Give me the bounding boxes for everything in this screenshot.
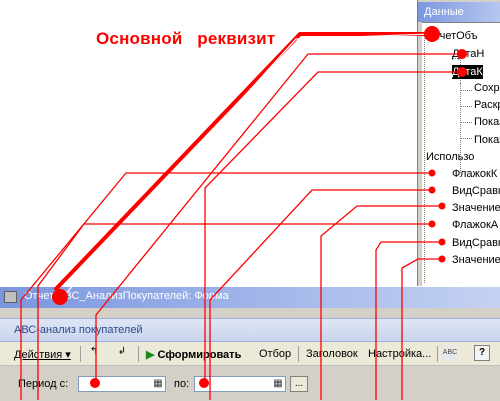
generate-button-label: Сформировать — [157, 349, 242, 361]
form-header: АВС-анализ покупателей — [0, 318, 500, 342]
form-window-icon — [4, 291, 17, 303]
tree-item-report-object[interactable]: ОтчетОбъ — [426, 30, 478, 42]
actions-menu[interactable]: Действия ▾ — [14, 348, 71, 361]
period-from-label: Период с: — [18, 378, 69, 390]
calendar-icon[interactable]: ▦ — [273, 378, 283, 389]
tree-item-save[interactable]: Сохра — [474, 82, 500, 94]
period-from-input[interactable]: ▦ — [78, 376, 166, 392]
tree-item-date-end[interactable]: ДатаК — [452, 65, 483, 79]
selection-button[interactable]: Отбор — [259, 348, 292, 360]
form-title: Отчет АВС_АнализПокупателей: Форма — [24, 290, 229, 302]
tree-item-flag-k[interactable]: ФлажокК — [452, 168, 498, 180]
annotation-title: Основной реквизит — [96, 29, 275, 49]
data-tree[interactable]: ОтчетОбъ ДатаН ДатаК Сохра Раскр Показ П… — [422, 22, 500, 287]
tree-item-show-1[interactable]: Показ — [474, 116, 500, 128]
play-icon: ▶ — [146, 349, 155, 361]
tree-item-expand[interactable]: Раскр — [474, 99, 500, 111]
tree-item-value-2[interactable]: Значение — [452, 254, 500, 266]
actions-menu-label: Действия — [14, 349, 63, 361]
tree-item-use[interactable]: Использо — [426, 151, 475, 163]
heading-button[interactable]: Заголовок — [306, 348, 358, 360]
form-window: Отчет АВС_АнализПокупателей: Форма АВС-а… — [0, 286, 500, 401]
settings-button[interactable]: Настройка... — [368, 348, 432, 360]
tree-item-value-1[interactable]: Значение — [452, 202, 500, 214]
dropdown-arrow-icon: ▾ — [65, 349, 71, 361]
move-down-icon[interactable]: ↲ — [117, 346, 127, 357]
data-panel: Данные ОтчетОбъ ДатаН ДатаК Сохра Раскр … — [417, 0, 500, 287]
form-titlebar[interactable]: Отчет АВС_АнализПокупателей: Форма — [0, 287, 500, 308]
toolbar: Действия ▾ ↰ ↲ ▶ Сформировать Отбор Заго… — [0, 342, 500, 366]
tree-item-date-start[interactable]: ДатаН — [452, 48, 485, 60]
calendar-icon[interactable]: ▦ — [153, 378, 163, 389]
move-up-icon[interactable]: ↰ — [89, 346, 99, 357]
tree-item-flag-a[interactable]: ФлажокА — [452, 219, 499, 231]
annotation-title-word1: Основной — [96, 29, 183, 48]
tree-item-show-2[interactable]: Показ — [474, 134, 500, 146]
select-period-button[interactable]: ... — [290, 376, 308, 392]
tree-item-compare-type-2[interactable]: ВидСравн — [452, 237, 500, 249]
period-row: Период с: ▦ по: ▦ ... — [0, 373, 500, 395]
abc-report-icon[interactable]: ABC — [442, 345, 458, 361]
annotation-title-word2: реквизит — [197, 29, 276, 48]
tree-item-compare-type-1[interactable]: ВидСравн — [452, 185, 500, 197]
generate-button[interactable]: ▶ Сформировать — [146, 348, 241, 361]
form-header-title: АВС-анализ покупателей — [14, 324, 143, 336]
period-to-label: по: — [174, 378, 190, 390]
data-panel-title: Данные — [418, 2, 500, 22]
help-button[interactable]: ? — [474, 345, 490, 361]
period-to-input[interactable]: ▦ — [194, 376, 286, 392]
